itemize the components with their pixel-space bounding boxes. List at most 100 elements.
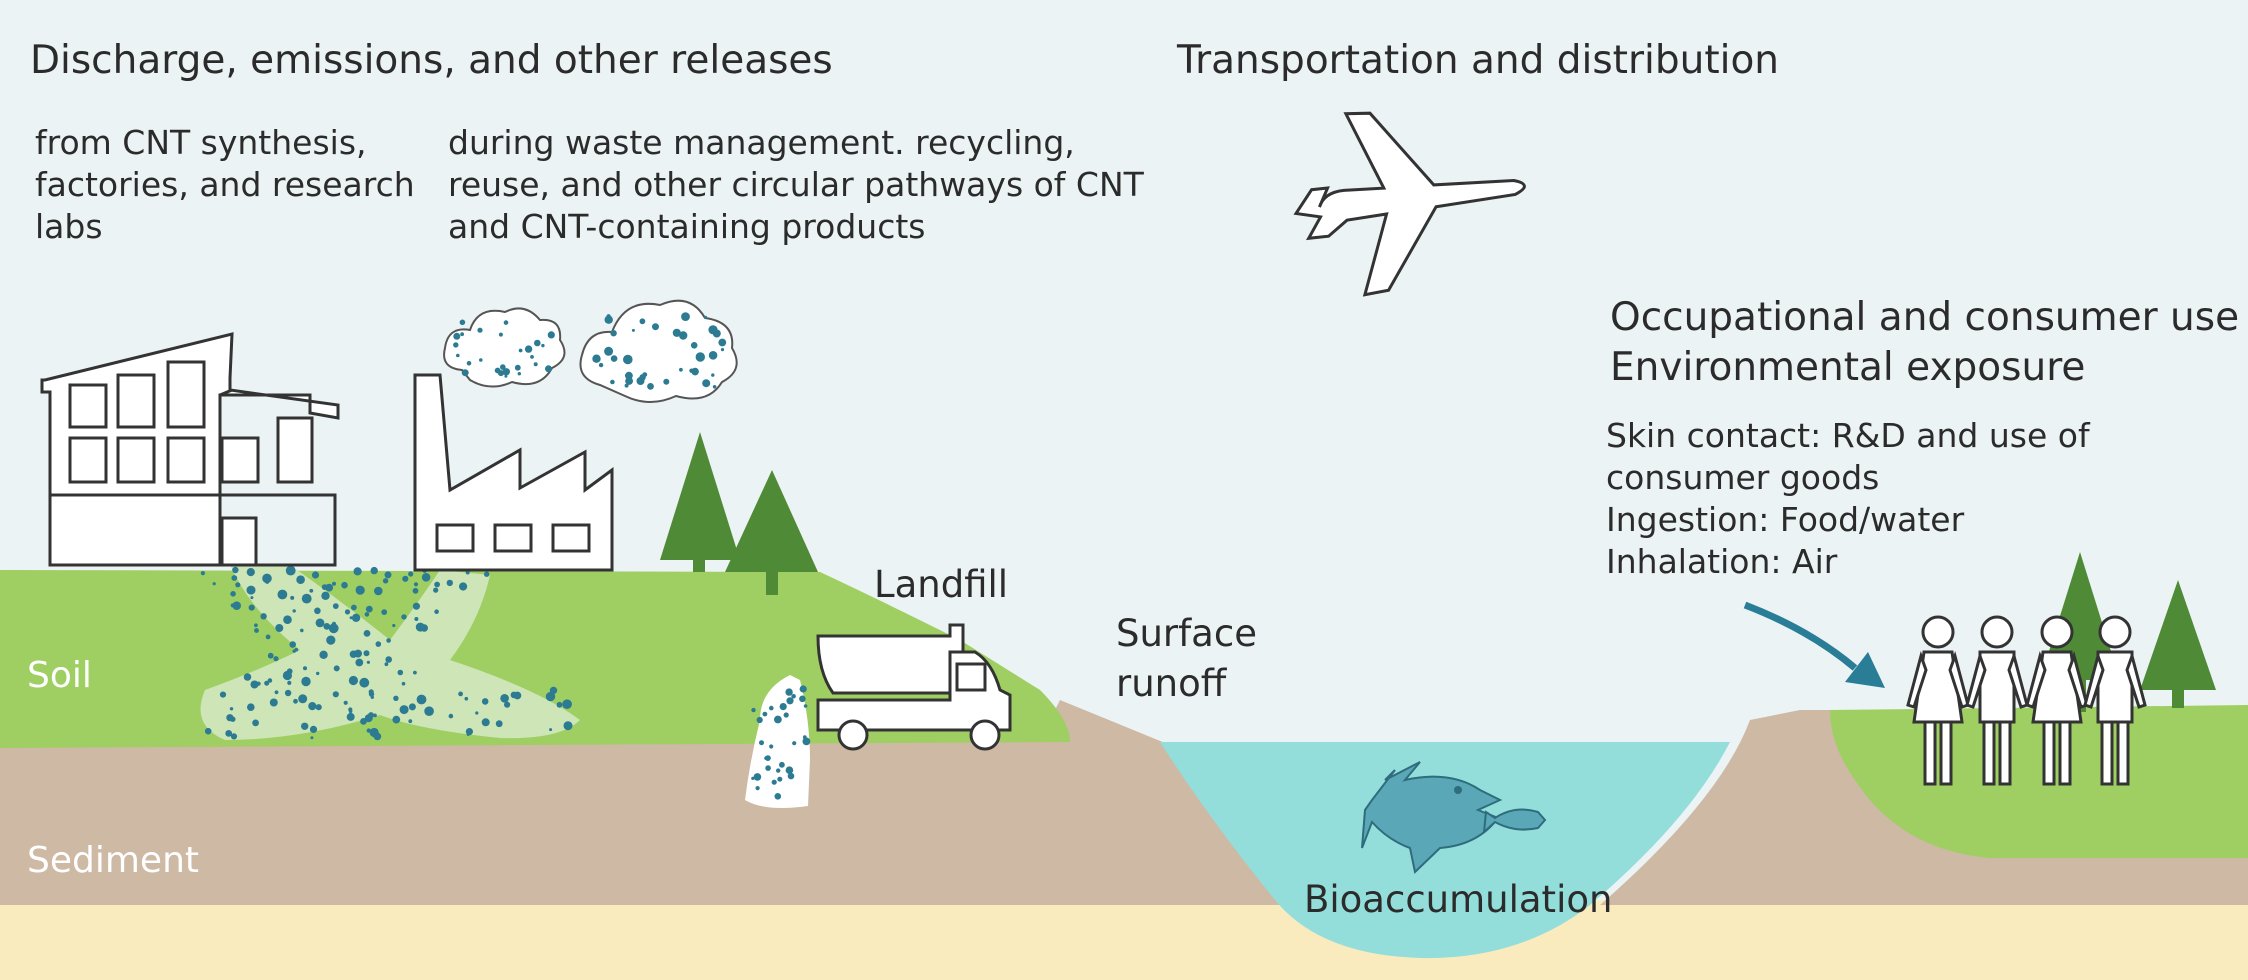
particle bbox=[323, 623, 331, 630]
particle bbox=[513, 691, 522, 700]
particle bbox=[282, 670, 292, 681]
particle bbox=[225, 730, 233, 737]
particle bbox=[695, 352, 705, 362]
particle bbox=[243, 673, 252, 681]
particle bbox=[769, 705, 774, 711]
particle bbox=[639, 318, 646, 325]
leachate-particles bbox=[751, 685, 811, 800]
particle bbox=[421, 573, 431, 582]
particle bbox=[385, 656, 393, 663]
particle bbox=[274, 690, 279, 695]
particle bbox=[712, 385, 717, 389]
particle bbox=[311, 571, 320, 579]
particle bbox=[592, 354, 601, 363]
particle bbox=[625, 377, 633, 385]
particle bbox=[344, 609, 351, 615]
particle bbox=[333, 665, 340, 672]
particle bbox=[414, 617, 419, 621]
big-fish bbox=[1361, 761, 1503, 874]
particle bbox=[363, 630, 371, 637]
particle bbox=[346, 712, 355, 721]
particle bbox=[681, 312, 690, 321]
particle bbox=[702, 379, 711, 388]
particle bbox=[762, 711, 768, 717]
particle bbox=[500, 694, 509, 703]
particle bbox=[308, 702, 317, 711]
particle bbox=[316, 671, 320, 676]
particle bbox=[547, 331, 555, 339]
particle bbox=[314, 607, 321, 615]
use-heading: Occupational and consumer use bbox=[1610, 295, 2240, 340]
particle bbox=[370, 566, 378, 575]
particle bbox=[252, 719, 259, 727]
particle bbox=[232, 601, 241, 610]
particle bbox=[219, 691, 227, 698]
particle bbox=[562, 699, 572, 709]
particle bbox=[254, 628, 259, 633]
particle bbox=[764, 756, 768, 760]
bioaccumulation-label: Bioaccumulation bbox=[1304, 878, 1613, 921]
particle bbox=[293, 698, 298, 704]
particle bbox=[751, 707, 756, 713]
particle bbox=[776, 768, 781, 773]
particle bbox=[498, 332, 503, 337]
particle bbox=[517, 372, 521, 376]
particle bbox=[481, 718, 490, 727]
particle bbox=[466, 733, 470, 736]
exposure-heading: Environmental exposure bbox=[1610, 345, 2086, 390]
particle bbox=[260, 613, 267, 620]
particle bbox=[690, 342, 698, 349]
particle bbox=[461, 369, 469, 377]
particle bbox=[446, 579, 453, 587]
particle bbox=[292, 649, 296, 653]
particle bbox=[458, 691, 463, 697]
particle bbox=[453, 332, 461, 340]
particle bbox=[326, 635, 336, 645]
particle bbox=[412, 602, 420, 610]
particle bbox=[328, 623, 339, 634]
particle bbox=[277, 589, 288, 600]
particle bbox=[355, 658, 364, 667]
particle bbox=[254, 623, 258, 628]
particle bbox=[300, 628, 304, 633]
cloud-left bbox=[443, 307, 566, 388]
particle bbox=[464, 696, 469, 701]
person-icon bbox=[1906, 615, 1970, 786]
particle bbox=[332, 691, 339, 698]
person-icon bbox=[2025, 615, 2089, 786]
particle bbox=[309, 725, 318, 734]
particle bbox=[381, 609, 388, 615]
particle bbox=[639, 374, 646, 381]
particle bbox=[309, 588, 314, 593]
particle bbox=[365, 605, 373, 613]
particle bbox=[301, 722, 309, 730]
particle bbox=[802, 737, 811, 746]
particle bbox=[456, 353, 460, 358]
synthesis-line: labs bbox=[35, 207, 103, 246]
particle bbox=[647, 383, 654, 390]
particle bbox=[434, 609, 439, 614]
particle bbox=[484, 571, 490, 577]
dump-truck-icon bbox=[816, 623, 1012, 751]
particle bbox=[479, 358, 483, 362]
soil-label: Soil bbox=[27, 655, 92, 696]
particle bbox=[777, 776, 783, 782]
particle bbox=[392, 715, 401, 724]
exposure-item: Inhalation: Air bbox=[1606, 542, 1838, 581]
particle bbox=[373, 713, 377, 718]
fish-eye bbox=[1454, 786, 1462, 794]
particle bbox=[368, 712, 374, 719]
particle bbox=[264, 680, 270, 686]
particle bbox=[301, 676, 311, 687]
particle bbox=[503, 320, 509, 325]
particle bbox=[315, 618, 325, 628]
particle bbox=[481, 698, 489, 705]
synthesis-line: from CNT synthesis, bbox=[35, 123, 367, 162]
particle bbox=[370, 695, 374, 699]
particle bbox=[791, 694, 796, 699]
arrow-icon bbox=[1743, 601, 1885, 688]
particle bbox=[200, 571, 205, 576]
particle bbox=[751, 776, 755, 781]
particle bbox=[204, 727, 212, 735]
